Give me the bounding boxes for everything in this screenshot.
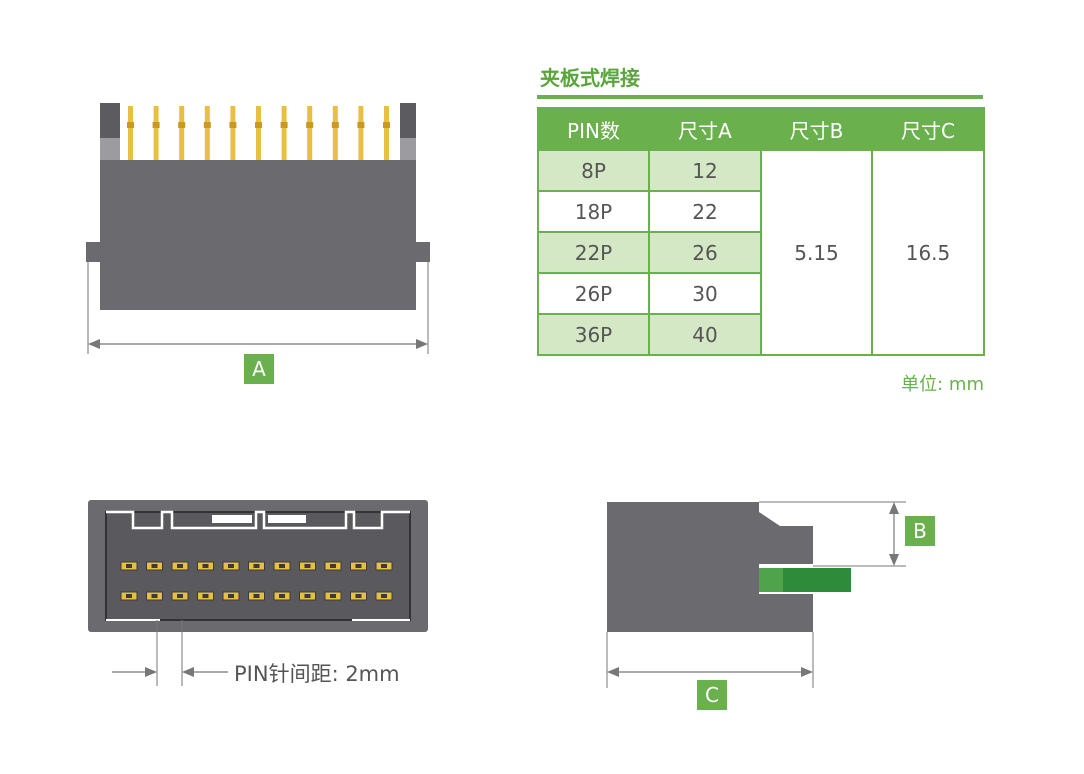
contact-hole <box>381 564 387 568</box>
spec-table-title: 夹板式焊接 <box>540 66 640 90</box>
table-row: 36P 40 <box>537 313 984 356</box>
contact-hole <box>304 564 311 568</box>
contact-hole <box>253 564 260 568</box>
cell-size-a: 40 <box>648 313 762 356</box>
pin <box>281 106 287 162</box>
dim-a-arrow-left <box>88 339 100 349</box>
pin <box>332 106 338 162</box>
contact-hole <box>381 594 387 598</box>
pin-shoulder <box>306 122 314 128</box>
pin <box>128 106 133 162</box>
pin-pitch-label: PIN针间距: 2mm <box>234 662 400 686</box>
cell-pins: 8P <box>537 149 650 192</box>
pin <box>307 106 313 162</box>
dim-a-label: A <box>244 354 274 384</box>
table-row: 22P 26 <box>537 231 984 274</box>
pinface-top-profile <box>106 510 410 530</box>
contact-hole <box>177 594 183 598</box>
contact-hole <box>228 564 234 568</box>
pin-shoulder <box>357 122 365 128</box>
dim-b-arrow-bottom <box>889 554 899 566</box>
contact-hole <box>151 564 158 568</box>
side-view-body <box>607 502 813 632</box>
table-row: 26P 30 <box>537 272 984 315</box>
pin-shoulder <box>280 122 288 128</box>
title-underline <box>537 95 983 99</box>
right-latch-highlight <box>400 138 416 160</box>
contact-hole <box>355 564 362 568</box>
cell-size-a: 30 <box>648 272 762 315</box>
cell-pins: 26P <box>537 272 650 315</box>
pin <box>179 106 185 162</box>
table-header-row: PIN数 尺寸A 尺寸B 尺寸C <box>537 107 985 151</box>
header-size-b: 尺寸B <box>760 107 873 151</box>
pin <box>384 106 389 162</box>
dim-c-arrow-right <box>801 667 813 677</box>
pin-shoulder <box>383 122 390 128</box>
left-latch-highlight <box>100 138 120 160</box>
cell-size-a: 22 <box>648 190 762 233</box>
pin <box>256 106 261 162</box>
pin-shoulder <box>203 122 211 128</box>
table-row: 18P 22 <box>537 190 984 233</box>
contact-hole <box>202 564 209 568</box>
pin <box>153 106 159 162</box>
contact-hole <box>253 594 260 598</box>
contact-hole <box>279 564 285 568</box>
pitch-arrow-right <box>182 667 194 677</box>
spec-table: PIN数 尺寸A 尺寸B 尺寸C 8P 12 5.15 16.5 18P 22 … <box>537 107 985 356</box>
pin-shoulder <box>229 122 237 128</box>
pin <box>358 106 364 162</box>
pin-row <box>127 106 390 162</box>
dim-a-arrow-right <box>416 339 428 349</box>
pinface-contacts <box>120 561 393 601</box>
contact-hole <box>279 594 285 598</box>
cell-pins: 22P <box>537 231 650 274</box>
cell-pins: 36P <box>537 313 650 356</box>
table-row: 8P 12 5.15 16.5 <box>537 149 985 356</box>
contact-hole <box>126 594 132 598</box>
left-flange <box>86 242 100 262</box>
dim-b-label: B <box>905 516 935 546</box>
cell-size-a: 12 <box>648 149 762 192</box>
cell-size-c: 16.5 <box>871 149 985 356</box>
pin-shoulder <box>255 122 262 128</box>
pin <box>230 106 236 162</box>
pin-shoulder <box>152 122 160 128</box>
pin-shoulder <box>331 122 339 128</box>
unit-note: 单位: mm <box>901 374 984 395</box>
header-pins: PIN数 <box>537 107 650 151</box>
pin-shoulder <box>127 122 134 128</box>
cell-size-a: 26 <box>648 231 762 274</box>
cell-size-b: 5.15 <box>760 149 873 356</box>
header-size-c: 尺寸C <box>871 107 985 151</box>
contact-hole <box>228 594 234 598</box>
pcb-solder-pad <box>759 568 783 592</box>
pin-shoulder <box>178 122 186 128</box>
pitch-arrow-left <box>145 667 157 677</box>
contact-hole <box>330 564 336 568</box>
dim-c-label: C <box>697 680 727 710</box>
contact-hole <box>330 594 336 598</box>
contact-hole <box>355 594 362 598</box>
key-slot-left <box>212 515 252 523</box>
connector-body <box>100 160 416 310</box>
pin <box>204 106 210 162</box>
contact-hole <box>304 594 311 598</box>
header-size-a: 尺寸A <box>648 107 762 151</box>
dim-b-arrow-top <box>889 502 899 514</box>
contact-hole <box>177 564 183 568</box>
dim-c-arrow-left <box>607 667 619 677</box>
key-slot-right <box>268 515 306 523</box>
right-flange <box>416 242 430 262</box>
cell-pins: 18P <box>537 190 650 233</box>
contact-hole <box>126 564 132 568</box>
contact-hole <box>202 594 209 598</box>
contact-hole <box>151 594 158 598</box>
